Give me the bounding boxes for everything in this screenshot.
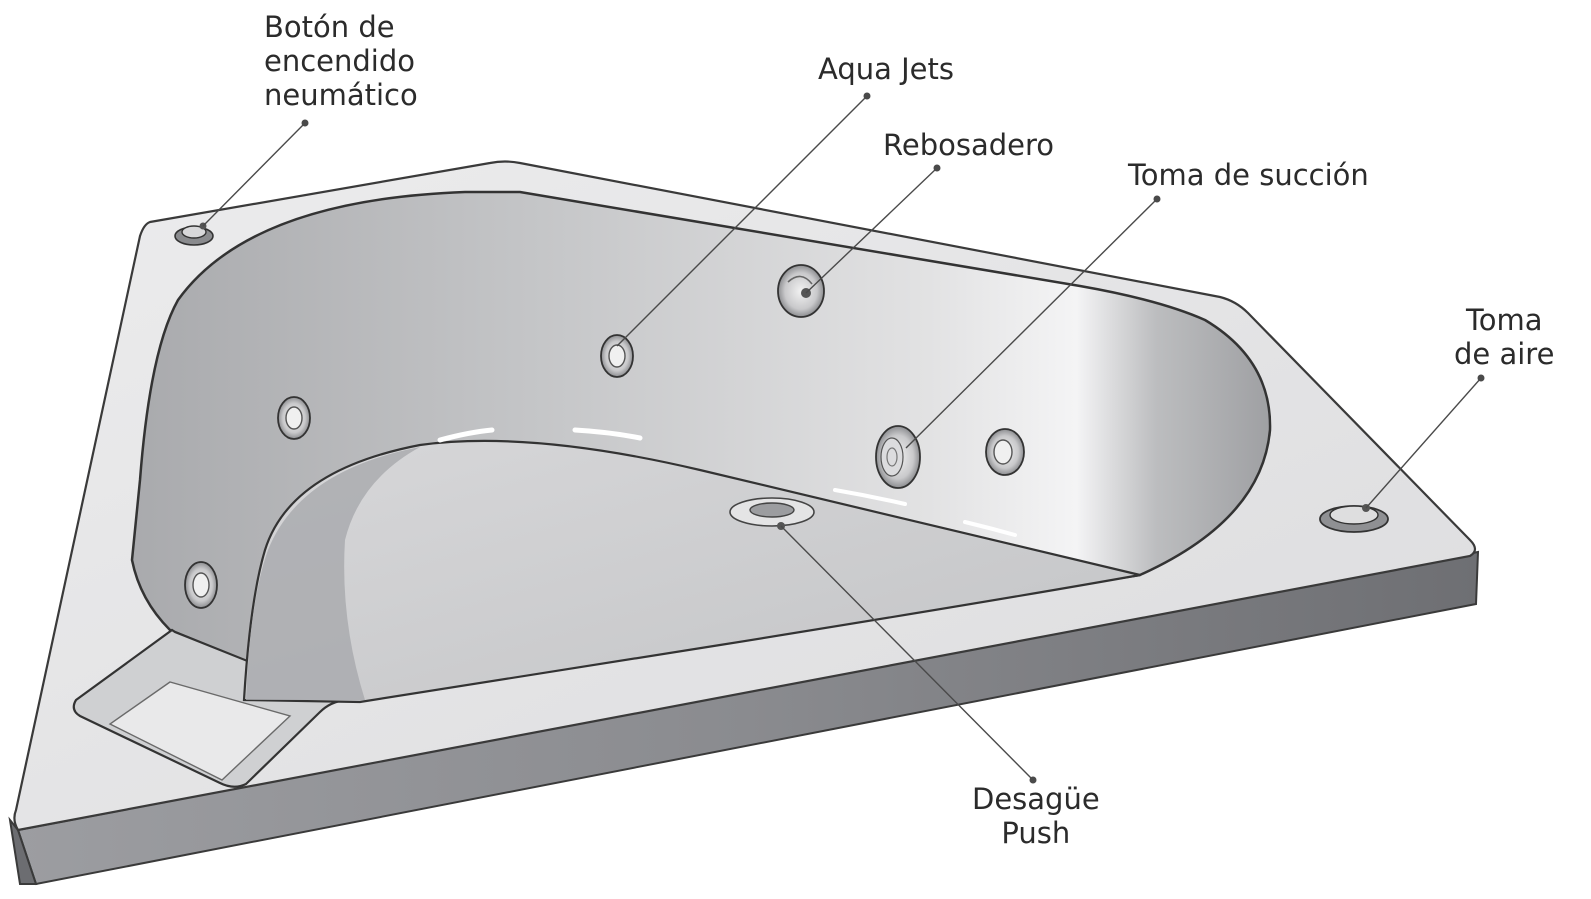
label-drain: Desagüe Push <box>972 782 1100 850</box>
leader-line-air <box>1365 377 1482 509</box>
leader-line-overflow <box>805 167 938 294</box>
label-overflow: Rebosadero <box>883 128 1054 162</box>
drain-icon <box>729 497 815 530</box>
floor-highlight <box>833 488 907 506</box>
jet-nozzle-icon <box>985 428 1025 476</box>
label-power-button-line: Botón de <box>264 10 395 44</box>
pneumatic-button-icon <box>174 222 214 246</box>
jet-nozzle-icon <box>277 396 311 440</box>
floor-highlight <box>963 520 1017 537</box>
label-drain-line: Push <box>1001 816 1071 850</box>
leader-dots <box>301 92 1485 784</box>
overflow-icon <box>777 264 825 318</box>
label-power-button: Botón de encendido neumático <box>264 10 418 112</box>
label-power-button-line: neumático <box>264 78 418 112</box>
tub-footwell-step <box>108 681 292 781</box>
jet-nozzle-icon <box>600 334 634 378</box>
label-air-intake-line: Toma <box>1465 303 1543 337</box>
label-air-intake: Toma de aire <box>1454 303 1554 371</box>
label-suction: Toma de succión <box>1128 158 1369 192</box>
leader-lines <box>202 95 1482 781</box>
label-air-intake-line: de aire <box>1454 337 1555 371</box>
leader-line-jets <box>616 95 868 347</box>
label-drain-line: Desagüe <box>972 782 1100 816</box>
leader-line-drain <box>780 525 1034 781</box>
floor-highlight <box>572 427 643 441</box>
label-aqua-jets: Aqua Jets <box>818 52 954 86</box>
suction-grille-icon <box>875 425 921 489</box>
label-power-button-line: encendido <box>264 44 416 78</box>
tub-floor-shadow <box>246 447 420 700</box>
leader-line-power <box>202 122 306 227</box>
jet-nozzle-icon <box>184 561 218 609</box>
floor-highlight <box>437 427 495 443</box>
leader-line-suction <box>905 198 1158 449</box>
tub-floor <box>242 439 1141 704</box>
